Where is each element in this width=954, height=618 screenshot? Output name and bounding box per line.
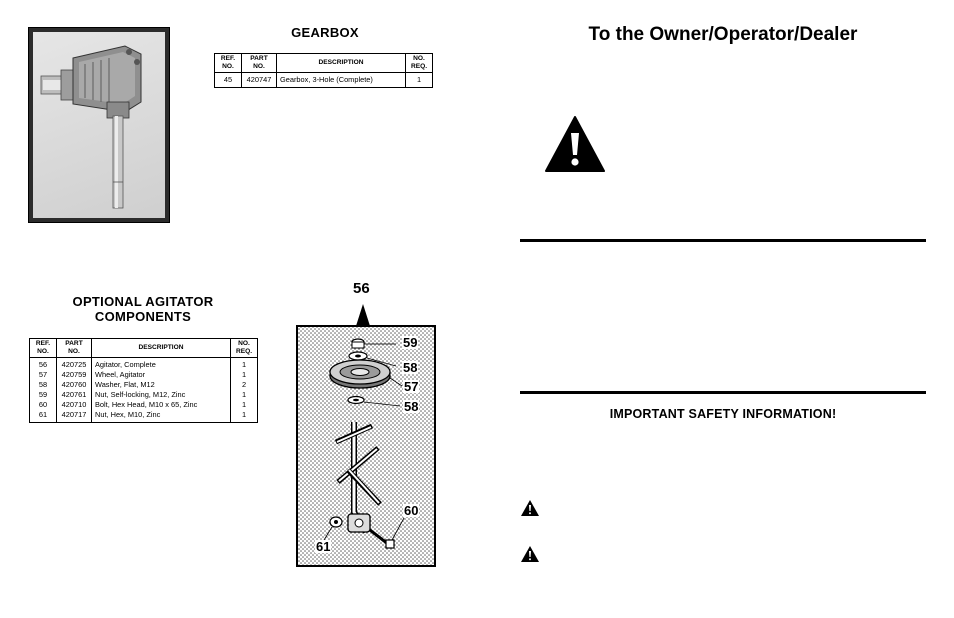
table-row: 59 420761 Nut, Self-locking, M12, Zinc 1	[29, 390, 258, 400]
gearbox-heading: GEARBOX	[291, 25, 359, 40]
gearbox-photo	[28, 27, 170, 223]
page-title: To the Owner/Operator/Dealer	[588, 24, 858, 45]
agitator-diagram: 56 59 58 57 58 60 61	[296, 280, 436, 568]
callout-58-top: 58	[402, 360, 419, 375]
table-row: 45 420747 Gearbox, 3-Hole (Complete) 1	[214, 72, 433, 88]
cell-desc: Agitator, Complete	[91, 357, 231, 370]
agitator-heading: OPTIONAL AGITATOR COMPONENTS	[44, 294, 242, 324]
agitator-parts-table: REF. NO. PART NO. DESCRIPTION NO. REQ. 5…	[29, 338, 258, 423]
cell-ref: 56	[29, 357, 57, 370]
cell-part: 420725	[56, 357, 92, 370]
cell-ref: 60	[29, 400, 57, 410]
cell-part: 420760	[56, 380, 92, 390]
table-header-row: REF. NO. PART NO. DESCRIPTION NO. REQ.	[214, 53, 433, 73]
cell-part: 420710	[56, 400, 92, 410]
gearbox-image	[40, 45, 142, 209]
col-no-req: NO. REQ.	[405, 53, 433, 73]
col-ref-no: REF. NO.	[29, 338, 57, 358]
warning-triangle-icon	[521, 500, 539, 516]
agitator-heading-line1: OPTIONAL AGITATOR	[72, 294, 214, 309]
cell-qty: 1	[230, 390, 258, 400]
cell-ref: 58	[29, 380, 57, 390]
safety-heading: IMPORTANT SAFETY INFORMATION!	[609, 407, 837, 421]
cell-qty: 1	[230, 400, 258, 410]
agitator-heading-line2: COMPONENTS	[94, 309, 192, 324]
table-row: 60 420710 Bolt, Hex Head, M10 x 65, Zinc…	[29, 400, 258, 410]
col-description: DESCRIPTION	[91, 338, 231, 358]
cell-ref: 61	[29, 410, 57, 423]
table-row: 57 420759 Wheel, Agitator 1	[29, 370, 258, 380]
divider-rule	[520, 239, 926, 242]
table-row: 56 420725 Agitator, Complete 1	[29, 357, 258, 370]
col-part-no: PART NO.	[56, 338, 92, 358]
callout-60: 60	[403, 503, 420, 518]
cell-desc: Bolt, Hex Head, M10 x 65, Zinc	[91, 400, 231, 410]
table-row: 61 420717 Nut, Hex, M10, Zinc 1	[29, 410, 258, 423]
cell-ref: 45	[214, 72, 242, 88]
table-header-row: REF. NO. PART NO. DESCRIPTION NO. REQ.	[29, 338, 258, 358]
cell-desc: Gearbox, 3-Hole (Complete)	[276, 72, 406, 88]
cell-desc: Nut, Hex, M10, Zinc	[91, 410, 231, 423]
agitator-diagram-drawing	[296, 304, 436, 567]
cell-part: 420747	[241, 72, 277, 88]
callout-61: 61	[315, 539, 332, 554]
col-part-no: PART NO.	[241, 53, 277, 73]
callout-58-bottom: 58	[403, 399, 420, 414]
warning-triangle-icon	[521, 546, 539, 562]
cell-ref: 57	[29, 370, 57, 380]
table-row: 58 420760 Washer, Flat, M12 2	[29, 380, 258, 390]
cell-part: 420717	[56, 410, 92, 423]
cell-ref: 59	[29, 390, 57, 400]
cell-qty: 1	[405, 72, 433, 88]
cell-desc: Nut, Self-locking, M12, Zinc	[91, 390, 231, 400]
divider-rule	[520, 391, 926, 394]
col-ref-no: REF. NO.	[214, 53, 242, 73]
cell-part: 420761	[56, 390, 92, 400]
callout-56: 56	[353, 280, 370, 297]
callout-59: 59	[402, 335, 419, 350]
col-no-req: NO. REQ.	[230, 338, 258, 358]
cell-part: 420759	[56, 370, 92, 380]
gearbox-parts-table: REF. NO. PART NO. DESCRIPTION NO. REQ. 4…	[214, 53, 433, 88]
cell-qty: 2	[230, 380, 258, 390]
warning-triangle-icon	[545, 116, 605, 172]
cell-qty: 1	[230, 410, 258, 423]
cell-desc: Washer, Flat, M12	[91, 380, 231, 390]
col-description: DESCRIPTION	[276, 53, 406, 73]
cell-qty: 1	[230, 370, 258, 380]
callout-57: 57	[403, 379, 420, 394]
cell-qty: 1	[230, 357, 258, 370]
cell-desc: Wheel, Agitator	[91, 370, 231, 380]
